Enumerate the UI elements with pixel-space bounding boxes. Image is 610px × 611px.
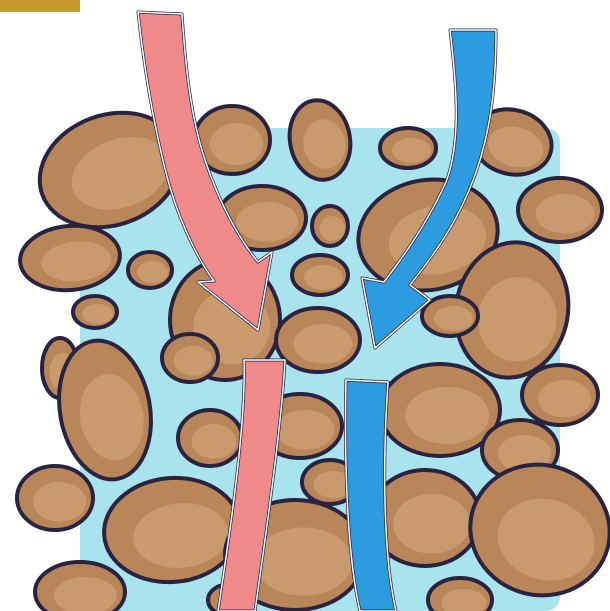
stone-highlight (210, 123, 263, 165)
stone-highlight (276, 410, 335, 450)
stone-highlight (137, 261, 168, 283)
stone-highlight (536, 194, 595, 234)
stone-highlight (82, 304, 113, 324)
stone-highlight (392, 138, 431, 163)
stone-group (17, 94, 610, 611)
stone-highlight (236, 202, 298, 242)
stone-highlight (393, 494, 470, 554)
stone-highlight (434, 306, 473, 331)
stone-highlight (320, 216, 345, 241)
stone-highlight (254, 528, 352, 596)
stone-highlight (294, 324, 353, 364)
stone-highlight (33, 482, 86, 522)
stone-highlight (304, 265, 343, 290)
stone-highlight (405, 387, 489, 444)
stone-highlight (538, 380, 591, 417)
stone-highlight (174, 346, 213, 376)
stone-highlight (191, 424, 236, 459)
